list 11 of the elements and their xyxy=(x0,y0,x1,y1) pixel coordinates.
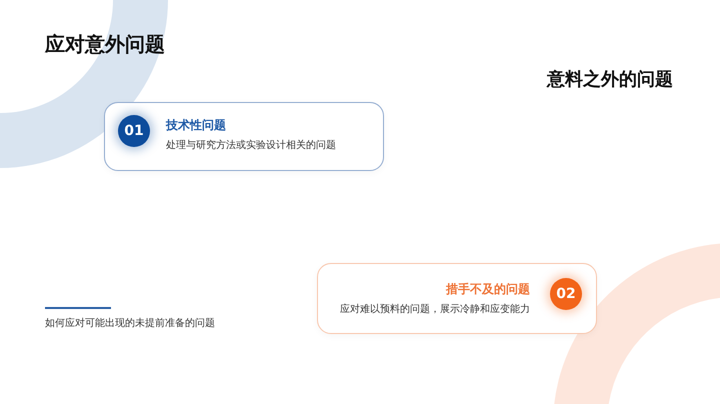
card-description: 应对难以预料的问题，展示冷静和应变能力 xyxy=(340,303,530,316)
number-circle: 02 xyxy=(550,278,582,310)
number-circle: 01 xyxy=(118,115,150,147)
card-heading: 技术性问题 xyxy=(166,118,226,133)
slide-title: 应对意外问题 xyxy=(45,31,165,57)
card-heading: 措手不及的问题 xyxy=(446,282,530,297)
card-panel xyxy=(317,263,597,334)
card-panel xyxy=(104,102,384,171)
section-subtitle: 意料之外的问题 xyxy=(547,68,673,92)
card-description: 处理与研究方法或实验设计相关的问题 xyxy=(166,139,336,152)
footnote-text: 如何应对可能出现的未提前准备的问题 xyxy=(45,317,215,330)
